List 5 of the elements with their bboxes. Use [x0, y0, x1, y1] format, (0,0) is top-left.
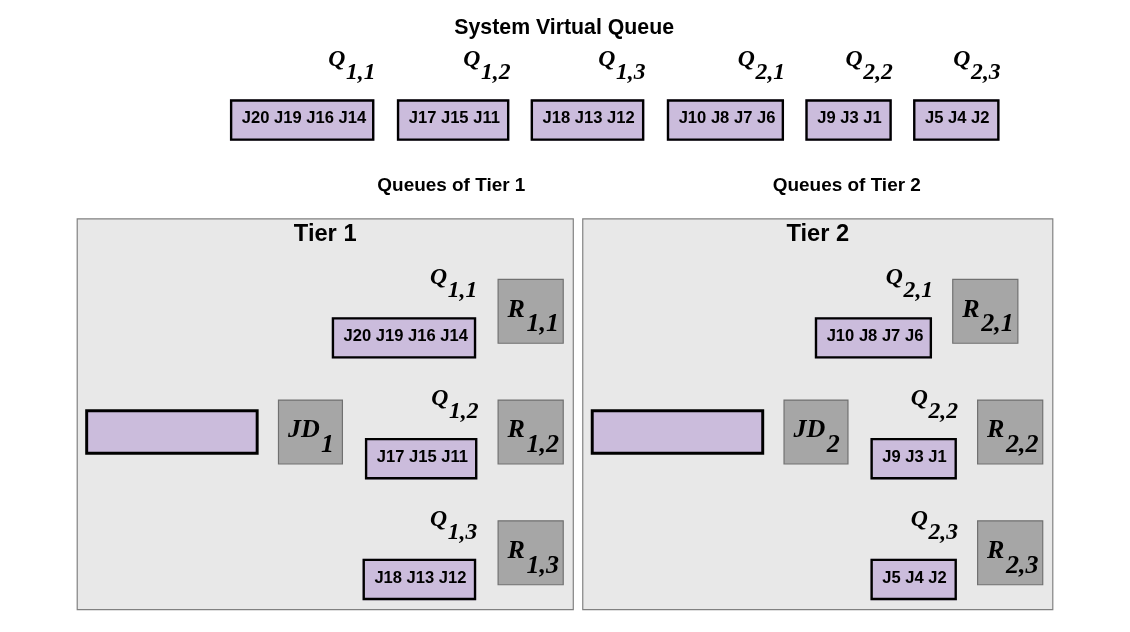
diagram-title: System Virtual Queue	[454, 14, 675, 39]
label: Queues of Tier 2	[772, 174, 921, 196]
label: Queues of Tier 1	[377, 174, 526, 196]
node-box	[590, 409, 765, 455]
node-box	[85, 409, 259, 455]
